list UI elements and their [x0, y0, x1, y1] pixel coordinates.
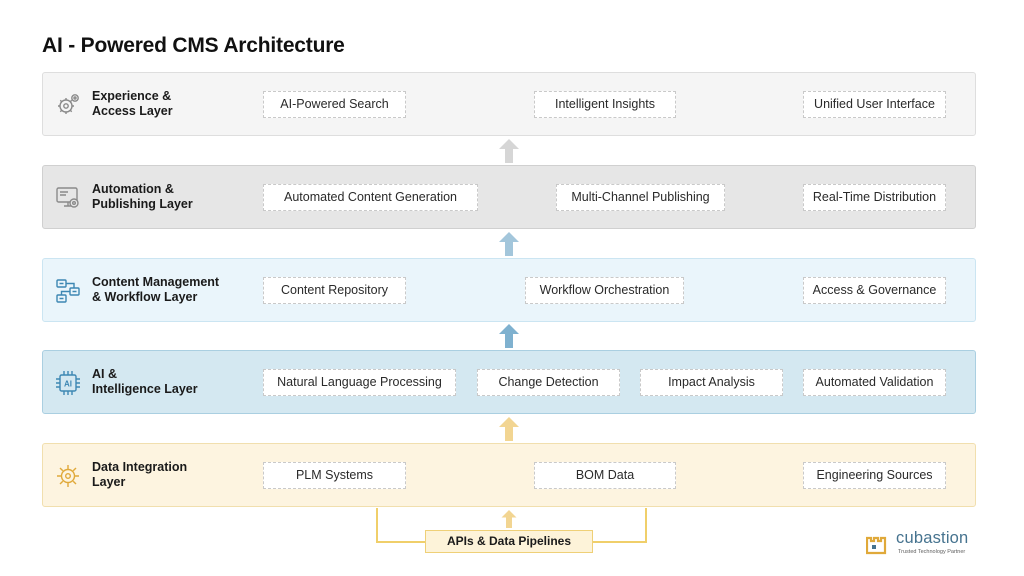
- pipeline-bracket-right: [645, 508, 647, 542]
- layer-name-line: AI &: [92, 367, 117, 381]
- data-gear-icon: [57, 465, 79, 487]
- component-automated-content-generation: Automated Content Generation: [263, 184, 478, 211]
- component-unified-user-interface: Unified User Interface: [803, 91, 946, 118]
- layer-name: Experience & Access Layer: [92, 89, 252, 119]
- brand-tagline: Trusted Technology Partner: [898, 549, 966, 555]
- component-bom-data: BOM Data: [534, 462, 676, 489]
- layer-name-line: Content Management: [92, 275, 220, 289]
- layer-name-line: Intelligence Layer: [92, 382, 198, 396]
- up-arrow-icon: [499, 417, 519, 441]
- brand-name: cubastion: [896, 529, 969, 547]
- component-real-time-distribution: Real-Time Distribution: [803, 184, 946, 211]
- layer-data-integration: Data Integration Layer PLM Systems BOM D…: [42, 443, 976, 507]
- component-content-repository: Content Repository: [263, 277, 406, 304]
- component-multi-channel-publishing: Multi-Channel Publishing: [556, 184, 725, 211]
- ai-chip-icon: AI: [56, 371, 80, 395]
- component-ai-powered-search: AI-Powered Search: [263, 91, 406, 118]
- pipeline-bracket-bottom-right: [592, 541, 647, 543]
- component-impact-analysis: Impact Analysis: [640, 369, 783, 396]
- settings-gears-icon: [58, 94, 79, 114]
- layer-name: Content Management & Workflow Layer: [92, 275, 252, 305]
- component-engineering-sources: Engineering Sources: [803, 462, 946, 489]
- layer-automation-publishing: Automation & Publishing Layer Automated …: [42, 165, 976, 229]
- layer-name: Data Integration Layer: [92, 460, 252, 490]
- page-title: AI - Powered CMS Architecture: [42, 34, 345, 57]
- up-arrow-icon: [499, 324, 519, 348]
- layer-name-line: Data Integration: [92, 460, 188, 474]
- up-arrow-icon: [501, 510, 517, 528]
- cubastion-logo-mark-icon: [866, 536, 887, 555]
- cubastion-logo: cubastion Trusted Technology Partner: [866, 529, 984, 561]
- up-arrow-icon: [499, 139, 519, 163]
- svg-text:AI: AI: [64, 380, 72, 389]
- component-change-detection: Change Detection: [477, 369, 620, 396]
- monitor-gear-icon: [56, 187, 79, 208]
- component-intelligent-insights: Intelligent Insights: [534, 91, 676, 118]
- up-arrow-icon: [499, 232, 519, 256]
- pipeline-bracket-bottom-left: [376, 541, 426, 543]
- component-access-governance: Access & Governance: [803, 277, 946, 304]
- layer-name-line: Automation &: [92, 182, 174, 196]
- component-workflow-orchestration: Workflow Orchestration: [525, 277, 684, 304]
- layer-name-line: Layer: [92, 475, 126, 489]
- pipeline-label: APIs & Data Pipelines: [425, 530, 593, 553]
- workflow-icon: [56, 279, 80, 303]
- layer-experience-access: Experience & Access Layer AI-Powered Sea…: [42, 72, 976, 136]
- layer-name-line: Experience &: [92, 89, 172, 103]
- layer-name-line: & Workflow Layer: [92, 290, 198, 304]
- component-plm-systems: PLM Systems: [263, 462, 406, 489]
- component-automated-validation: Automated Validation: [803, 369, 946, 396]
- layer-name: Automation & Publishing Layer: [92, 182, 252, 212]
- layer-content-management-workflow: Content Management & Workflow Layer Cont…: [42, 258, 976, 322]
- component-natural-language-processing: Natural Language Processing: [263, 369, 456, 396]
- pipeline-bracket-left: [376, 508, 378, 542]
- layer-ai-intelligence: AI AI & Intelligence Layer Natural Langu…: [42, 350, 976, 414]
- layer-name-line: Publishing Layer: [92, 197, 193, 211]
- layer-name-line: Access Layer: [92, 104, 173, 118]
- layer-name: AI & Intelligence Layer: [92, 367, 252, 397]
